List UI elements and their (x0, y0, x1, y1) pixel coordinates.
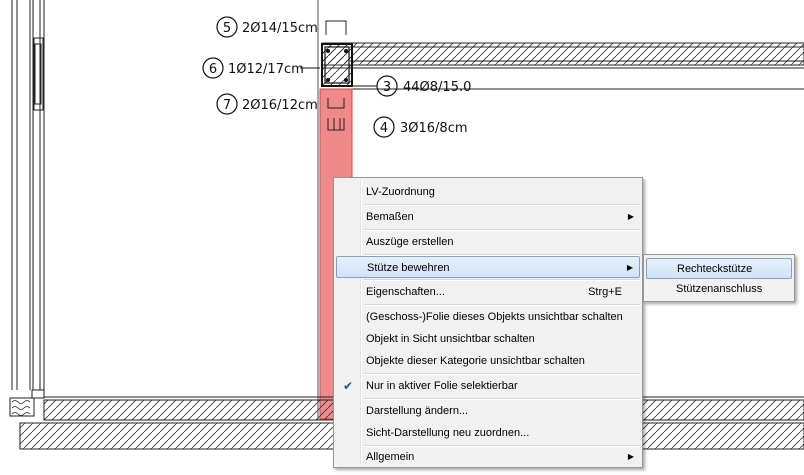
column-head-section[interactable] (321, 43, 353, 87)
svg-text:4: 4 (380, 121, 388, 136)
submenu-item-label: Rechteckstütze (677, 263, 753, 275)
svg-text:44Ø8/15.0: 44Ø8/15.0 (403, 80, 471, 95)
submenu-item-label: Stützenanschluss (676, 283, 763, 295)
annotation-5[interactable]: 5 2Ø14/15cm (216, 16, 318, 38)
menu-item-label: LV-Zuordnung (366, 186, 435, 198)
menu-item-label: Bemaßen (366, 211, 414, 223)
menu-gutter (360, 180, 362, 465)
menu-item-bemassen[interactable]: Bemaßen ▶ (336, 206, 640, 228)
menu-item-darstellung-aendern[interactable]: Darstellung ändern... (336, 400, 640, 422)
annotation-6[interactable]: 6 1Ø12/17cm (202, 57, 320, 79)
svg-text:3: 3 (383, 80, 391, 95)
top-slab (321, 42, 804, 90)
menu-separator (364, 398, 640, 400)
submenu-item-rechteckstuetze[interactable]: Rechteckstütze (646, 258, 792, 279)
svg-text:6: 6 (209, 62, 217, 77)
menu-item-label: Stütze bewehren (367, 262, 450, 274)
top-marker (325, 20, 347, 35)
menu-item-kategorie-unsichtbar[interactable]: Objekte dieser Kategorie unsichtbar scha… (336, 350, 640, 372)
menu-item-objekt-unsichtbar[interactable]: Objekt in Sicht unsichtbar schalten (336, 328, 640, 350)
menu-item-label: Nur in aktiver Folie selektierbar (366, 380, 518, 392)
context-menu: LV-Zuordnung Bemaßen ▶ Auszüge erstellen… (333, 177, 643, 468)
menu-item-label: (Geschoss-)Folie dieses Objekts unsichtb… (366, 311, 623, 323)
menu-item-eigenschaften[interactable]: Eigenschaften... Strg+E (336, 281, 640, 303)
menu-item-label: Objekt in Sicht unsichtbar schalten (366, 333, 535, 345)
svg-text:7: 7 (223, 98, 231, 113)
menu-separator (364, 204, 640, 206)
menu-item-label: Darstellung ändern... (366, 405, 469, 417)
menu-separator (364, 229, 640, 231)
menu-item-label: Objekte dieser Kategorie unsichtbar scha… (366, 355, 585, 367)
submenu-arrow-icon: ▶ (626, 263, 633, 272)
svg-text:2Ø16/12cm: 2Ø16/12cm (242, 98, 318, 113)
svg-text:2Ø14/15cm: 2Ø14/15cm (242, 21, 318, 36)
menu-item-folie-unsichtbar[interactable]: (Geschoss-)Folie dieses Objekts unsichtb… (336, 306, 640, 328)
menu-separator (364, 445, 640, 447)
submenu-item-stuetzenanschluss[interactable]: Stützenanschluss (646, 279, 792, 300)
left-wall (9, 0, 45, 417)
annotation-3[interactable]: 3 44Ø8/15.0 (352, 75, 471, 97)
menu-separator (364, 254, 640, 256)
checkmark-icon: ✔ (343, 379, 354, 393)
menu-item-label: Eigenschaften... (366, 286, 445, 298)
svg-text:1Ø12/17cm: 1Ø12/17cm (228, 62, 304, 77)
menu-item-lv-zuordnung[interactable]: LV-Zuordnung (336, 181, 640, 203)
menu-item-nur-aktive-folie[interactable]: ✔ Nur in aktiver Folie selektierbar (336, 375, 640, 397)
menu-item-stuetze-bewehren[interactable]: Stütze bewehren ▶ (336, 256, 640, 278)
menu-item-allgemein[interactable]: Allgemein ▶ (336, 446, 640, 468)
annotation-7[interactable]: 7 2Ø16/12cm (216, 93, 318, 115)
column-stirrups (327, 98, 345, 131)
menu-separator (364, 279, 640, 281)
menu-item-sicht-darstellung[interactable]: Sicht-Darstellung neu zuordnen... (336, 422, 640, 444)
svg-text:5: 5 (223, 21, 231, 36)
submenu-stuetze-bewehren: Rechteckstütze Stützenanschluss (643, 254, 795, 302)
menu-item-label: Auszüge erstellen (366, 236, 454, 248)
menu-item-shortcut: Strg+E (588, 286, 622, 298)
menu-separator (364, 304, 640, 306)
menu-item-label: Allgemein (366, 451, 415, 463)
svg-text:3Ø16/8cm: 3Ø16/8cm (400, 121, 468, 136)
menu-item-label: Sicht-Darstellung neu zuordnen... (366, 427, 530, 439)
menu-item-auszuege-erstellen[interactable]: Auszüge erstellen (336, 231, 640, 253)
menu-separator (364, 373, 640, 375)
annotation-4[interactable]: 4 3Ø16/8cm (373, 116, 468, 138)
submenu-arrow-icon: ▶ (627, 212, 634, 221)
submenu-arrow-icon: ▶ (627, 452, 634, 461)
left-wall-insulation (11, 400, 31, 416)
